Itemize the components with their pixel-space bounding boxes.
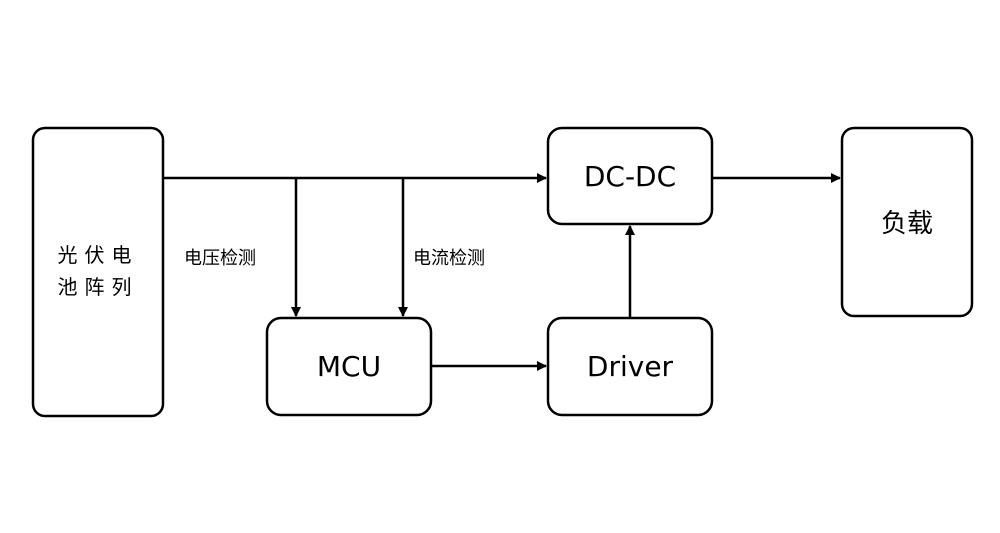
dcdc-label: DC-DC [584, 160, 676, 193]
mcu-block: MCU [265, 316, 433, 417]
current-sense-label: 电流检测 [413, 248, 485, 269]
load-block: 负载 [840, 126, 974, 318]
pv-array-label-line2: 池阵列 [58, 275, 139, 299]
mcu-label: MCU [317, 350, 381, 383]
voltage-sense-label: 电压检测 [184, 248, 256, 269]
driver-label: Driver [587, 350, 674, 383]
pv-array-label-line1: 光伏电 [58, 243, 139, 267]
pv-array-block: 光伏电 池阵列 [31, 126, 165, 418]
load-label: 负载 [881, 209, 933, 239]
dcdc-block: DC-DC [546, 126, 714, 226]
pv-array-box [31, 126, 165, 418]
load-box [840, 126, 974, 318]
driver-block: Driver [546, 316, 714, 417]
dcdc-box [546, 126, 714, 226]
